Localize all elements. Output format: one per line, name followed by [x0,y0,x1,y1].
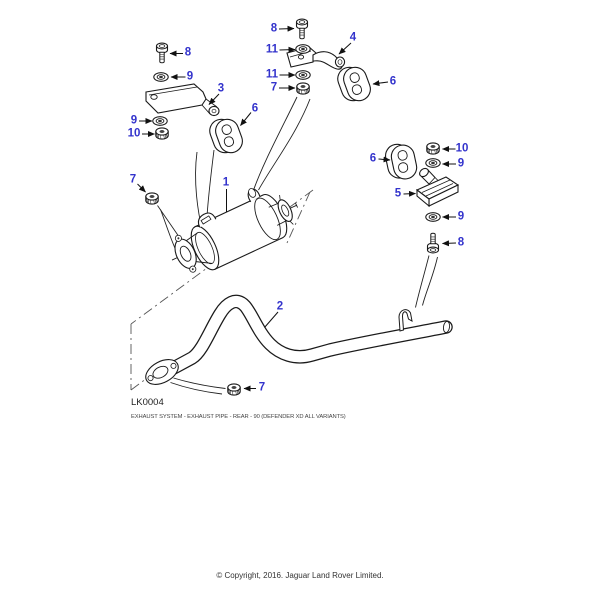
washer-part [152,116,168,126]
callout-4[interactable]: 4 [349,31,357,44]
part-tailpipe [145,294,453,385]
rubber-mount-part [205,113,247,159]
callout-8[interactable]: 8 [457,236,465,249]
diagram-canvas [130,18,460,396]
part-bracket-plate [145,83,220,117]
callout-10[interactable]: 10 [127,127,141,140]
washer-part [153,72,169,82]
nut-part [155,127,169,140]
callout-9[interactable]: 9 [186,70,194,83]
rubber-mount-part [382,140,420,183]
pipe-front-flange [145,359,179,385]
callout-7[interactable]: 7 [270,81,278,94]
diagram-caption: EXHAUST SYSTEM - EXHAUST PIPE - REAR - 9… [131,414,346,420]
callout-9[interactable]: 9 [457,157,465,170]
washer-part [425,212,441,222]
pipe-hook-bracket [398,309,413,332]
bolt-part [155,42,169,64]
callout-3[interactable]: 3 [217,82,225,95]
callout-2[interactable]: 2 [276,300,284,313]
callout-11[interactable]: 11 [265,68,279,81]
chassis-centerline [130,189,314,391]
callout-8[interactable]: 8 [270,22,278,35]
bolt-part [426,232,440,254]
callout-9[interactable]: 9 [130,114,138,127]
bolt-part [295,18,309,40]
callout-8[interactable]: 8 [184,46,192,59]
diagram-code: LK0004 [131,397,164,408]
washer-part [295,44,311,54]
callout-5[interactable]: 5 [394,187,402,200]
copyright-notice: © Copyright, 2016. Jaguar Land Rover Lim… [216,571,384,580]
nut-part [227,383,241,396]
callout-7[interactable]: 7 [258,381,266,394]
callout-6[interactable]: 6 [389,75,397,88]
exploded-diagram: 8 9 3 9 10 6 7 1 8 11 4 11 7 6 6 10 9 5 … [127,18,469,420]
nut-part [145,192,159,205]
part-clamp-bracket [415,167,460,208]
callout-11[interactable]: 11 [265,43,279,56]
callout-7[interactable]: 7 [129,173,137,186]
callout-6[interactable]: 6 [369,152,377,165]
pipe-open-end [442,320,451,334]
nut-part [426,142,440,155]
nut-part [296,82,310,95]
part-silencer [171,188,299,273]
callout-6[interactable]: 6 [251,102,259,115]
callout-1[interactable]: 1 [222,176,230,189]
assembly-lines [157,96,438,395]
washer-part [425,158,441,168]
callout-9[interactable]: 9 [457,210,465,223]
callout-leaders [137,25,457,392]
washer-part [295,70,311,80]
callout-10[interactable]: 10 [455,142,469,155]
